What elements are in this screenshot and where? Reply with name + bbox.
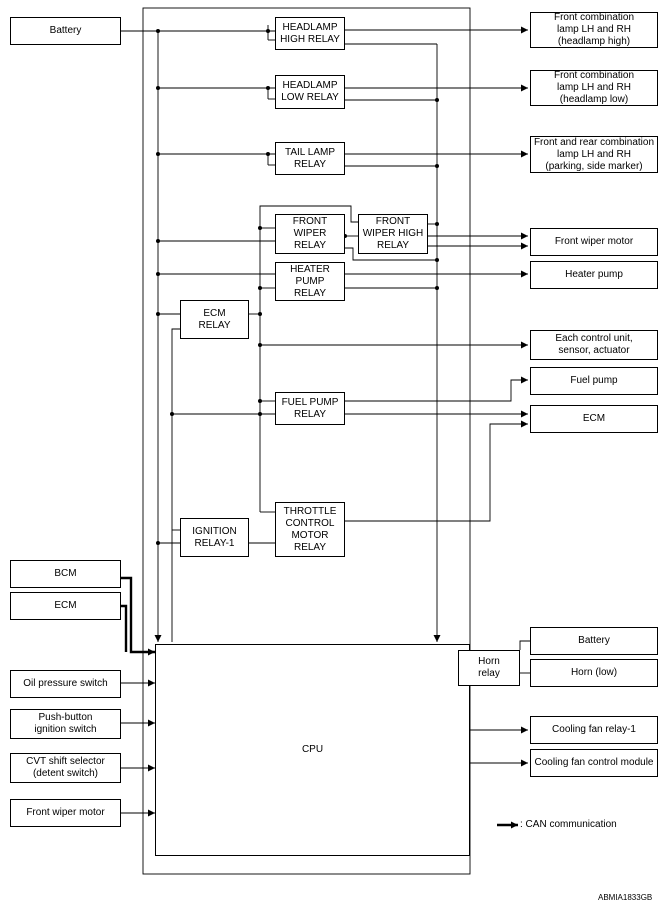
oil-pressure-switch-box: Oil pressure switch [10, 670, 121, 698]
horn-battery-box: Battery [530, 627, 658, 655]
output-tail-lamp: Front and rear combination lamp LH and R… [530, 136, 658, 173]
output-ecm: ECM [530, 405, 658, 433]
ecm-relay: ECM RELAY [180, 300, 249, 339]
fuel-pump-relay: FUEL PUMP RELAY [275, 392, 345, 425]
headlamp-high-relay: HEADLAMP HIGH RELAY [275, 17, 345, 50]
cvt-shift-selector-box: CVT shift selector (detent switch) [10, 753, 121, 783]
cpu-block: CPU [155, 644, 470, 856]
bcm-input-box: BCM [10, 560, 121, 588]
output-cooling-fan-control-module: Cooling fan control module [530, 749, 658, 777]
output-fuel-pump: Fuel pump [530, 367, 658, 395]
ecm-input-box: ECM [10, 592, 121, 620]
front-wiper-relay: FRONT WIPER RELAY [275, 214, 345, 254]
front-wiper-motor-input-box: Front wiper motor [10, 799, 121, 827]
horn-relay-box: Horn relay [458, 650, 520, 686]
output-each-control-unit: Each control unit, sensor, actuator [530, 330, 658, 360]
front-wiper-high-relay: FRONT WIPER HIGH RELAY [358, 214, 428, 254]
output-cooling-fan-relay-1: Cooling fan relay-1 [530, 716, 658, 744]
battery-input-box: Battery [10, 17, 121, 45]
horn-low-box: Horn (low) [530, 659, 658, 687]
ignition-relay-1: IGNITION RELAY-1 [180, 518, 249, 557]
push-button-ignition-switch-box: Push-button ignition switch [10, 709, 121, 739]
tail-lamp-relay: TAIL LAMP RELAY [275, 142, 345, 175]
output-front-wiper-motor: Front wiper motor [530, 228, 658, 256]
output-headlamp-high: Front combination lamp LH and RH (headla… [530, 12, 658, 48]
output-heater-pump: Heater pump [530, 261, 658, 289]
heater-pump-relay: HEATER PUMP RELAY [275, 262, 345, 301]
ipdm-frame [142, 7, 471, 875]
can-communication-legend: : CAN communication [520, 819, 617, 830]
figure-code: ABMIA1833GB [598, 893, 653, 902]
throttle-control-motor-relay: THROTTLE CONTROL MOTOR RELAY [275, 502, 345, 557]
output-headlamp-low: Front combination lamp LH and RH (headla… [530, 70, 658, 106]
headlamp-low-relay: HEADLAMP LOW RELAY [275, 75, 345, 109]
